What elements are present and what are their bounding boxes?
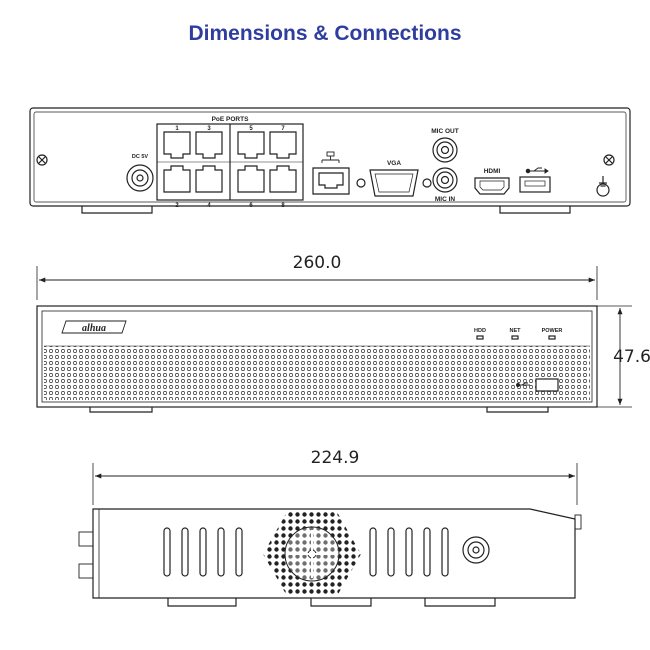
front-vent-grille	[44, 346, 590, 400]
front-foot-right	[486, 407, 549, 413]
port-label-5: 5	[249, 126, 253, 132]
side-vent-slots-right	[369, 527, 449, 577]
hdmi-label: HDMI	[484, 168, 501, 175]
lan-port[interactable]	[312, 167, 350, 195]
poe-port-5[interactable]	[237, 131, 265, 159]
side-round-connector	[462, 536, 490, 564]
port-label-7: 7	[281, 126, 285, 132]
side-vent-slots-left	[163, 527, 243, 577]
network-icon	[321, 151, 340, 163]
rear-foot-left	[81, 206, 153, 214]
port-label-4: 4	[207, 203, 211, 209]
poe-port-7[interactable]	[269, 131, 297, 159]
mic-out-label: MIC OUT	[431, 128, 458, 135]
ground-terminal-icon	[596, 176, 610, 197]
port-label-1: 1	[175, 126, 179, 132]
hdd-led	[476, 335, 484, 340]
dc-power-label: DC 5V	[132, 154, 149, 160]
poe-port-4[interactable]	[195, 165, 223, 193]
side-view	[78, 463, 582, 607]
net-led	[511, 335, 519, 340]
power-led-label: POWER	[542, 328, 563, 334]
brand-logo	[61, 320, 127, 334]
page-title: Dimensions & Connections	[188, 22, 462, 45]
poe-port-1[interactable]	[163, 131, 191, 159]
screw-icon	[36, 154, 48, 166]
poe-port-2[interactable]	[163, 165, 191, 193]
port-label-3: 3	[207, 126, 211, 132]
vga-label: VGA	[387, 160, 401, 167]
port-label-6: 6	[249, 203, 253, 209]
rear-foot-right	[499, 206, 571, 214]
height-dimension-value: 47.6	[613, 347, 650, 367]
port-label-8: 8	[281, 203, 285, 209]
rear-panel-view	[29, 107, 631, 214]
hdd-led-label: HDD	[474, 328, 486, 334]
side-rear-connector	[78, 563, 94, 579]
fan-grille	[263, 512, 361, 596]
rear-panel-outline	[29, 107, 631, 207]
usb-port-front[interactable]	[535, 378, 559, 392]
poe-port-6[interactable]	[237, 165, 265, 193]
hdmi-port[interactable]	[474, 177, 510, 195]
side-body-outline	[92, 508, 576, 599]
power-led	[548, 335, 556, 340]
width-dimension-value: 260.0	[293, 253, 342, 273]
usb-port-rear[interactable]	[519, 176, 551, 193]
side-foot-middle	[310, 598, 372, 607]
poe-port-8[interactable]	[269, 165, 297, 193]
side-rear-connector	[78, 531, 94, 547]
port-label-2: 2	[175, 203, 179, 209]
screw-icon	[603, 154, 615, 166]
usb-icon	[525, 167, 549, 174]
usb-icon	[516, 382, 530, 387]
mic-in-port[interactable]	[432, 167, 458, 193]
front-foot-left	[89, 407, 153, 413]
net-led-label: NET	[510, 328, 522, 334]
depth-dimension-value: 224.9	[311, 448, 360, 468]
vga-port[interactable]	[356, 169, 432, 197]
poe-port-3[interactable]	[195, 131, 223, 159]
side-foot-left	[167, 598, 237, 607]
front-panel-view	[36, 266, 632, 413]
mic-out-port[interactable]	[432, 137, 458, 163]
front-panel-outline	[36, 305, 598, 408]
brand-logo-text: alhua	[82, 323, 106, 334]
poe-ports-label: PoE PORTS	[212, 116, 250, 123]
mic-in-label: MIC IN	[435, 196, 456, 203]
dc-power-jack[interactable]	[126, 164, 154, 192]
side-foot-right	[424, 598, 496, 607]
